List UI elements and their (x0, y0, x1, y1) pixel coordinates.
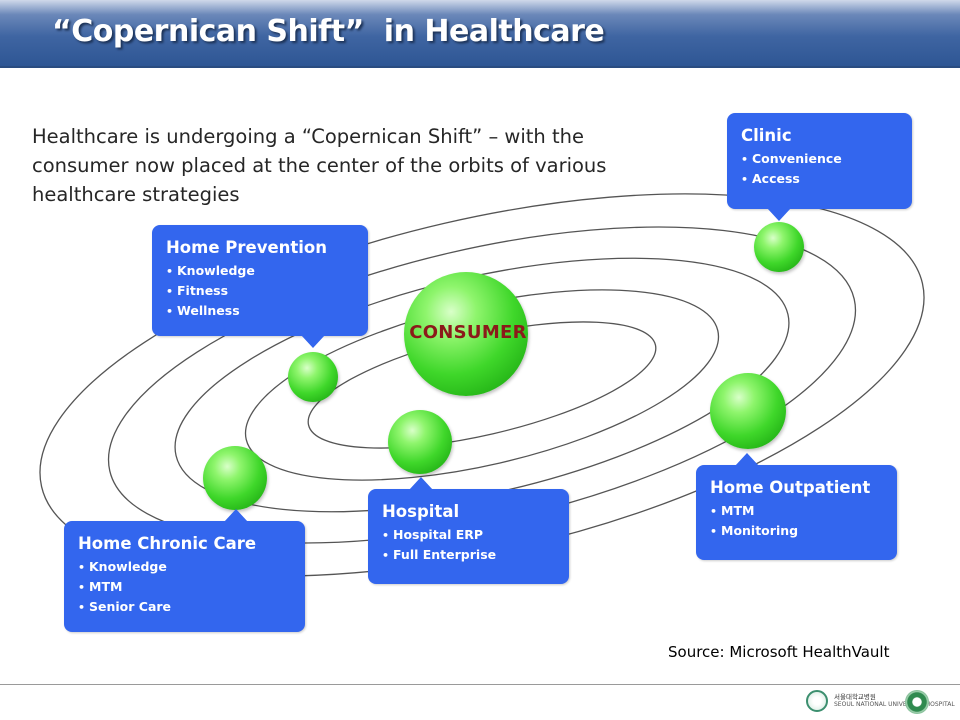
callout-item: Access (741, 169, 900, 189)
logo-text-korean: 서울대학교병원 (834, 693, 876, 701)
hospital-logo-text: 서울대학교병원 SEOUL NATIONAL UNIVERSITY HOSPIT… (834, 693, 955, 709)
callout-item: Monitoring (710, 521, 885, 541)
callout-list: Convenience Access (741, 149, 900, 189)
callout-item: Full Enterprise (382, 545, 557, 565)
callout-item: Senior Care (78, 597, 293, 617)
callout-item: Wellness (166, 301, 356, 321)
callout-title: Clinic (741, 126, 792, 145)
title-rest: in Healthcare (383, 14, 605, 49)
callout-title: Home Prevention (166, 238, 328, 257)
hospital-logo-icon (806, 690, 828, 712)
callout-item: MTM (710, 501, 885, 521)
hospital-callout: Hospital Hospital ERP Full Enterprise (368, 489, 569, 584)
title-quoted: “Copernican Shift” (52, 14, 364, 49)
home-prevention-planet (288, 352, 338, 402)
intro-text: Healthcare is undergoing a “Copernican S… (32, 125, 607, 206)
home-prevention-callout: Home Prevention Knowledge Fitness Wellne… (152, 225, 368, 336)
home-outpatient-planet (710, 373, 786, 449)
emblem-icon (905, 690, 929, 714)
footer-divider (0, 684, 960, 685)
callout-title: Home Outpatient (710, 478, 871, 497)
consumer-label: CONSUMER (409, 322, 527, 343)
callout-title: Home Chronic Care (78, 534, 257, 553)
callout-list: Knowledge Fitness Wellness (166, 261, 356, 321)
clinic-planet (754, 222, 804, 272)
callout-item: Knowledge (166, 261, 356, 281)
callout-list: Hospital ERP Full Enterprise (382, 525, 557, 565)
clinic-callout-pointer (767, 208, 791, 221)
title-bar: “Copernican Shift” in Healthcare (0, 0, 960, 68)
home-chronic-care-callout-pointer (224, 509, 248, 522)
hospital-callout-pointer (409, 477, 433, 490)
home-prevention-callout-pointer (301, 335, 325, 348)
callout-item: Hospital ERP (382, 525, 557, 545)
slide-title: “Copernican Shift” in Healthcare (52, 14, 605, 49)
callout-item: MTM (78, 577, 293, 597)
callout-item: Convenience (741, 149, 900, 169)
hospital-planet (388, 410, 452, 474)
callout-list: MTM Monitoring (710, 501, 885, 541)
callout-item: Knowledge (78, 557, 293, 577)
consumer-planet (404, 272, 528, 396)
callout-item: Fitness (166, 281, 356, 301)
home-chronic-care-callout: Home Chronic Care Knowledge MTM Senior C… (64, 521, 305, 632)
source-citation: Source: Microsoft HealthVault (668, 643, 890, 661)
home-outpatient-callout-pointer (735, 453, 759, 466)
home-chronic-care-planet (203, 446, 267, 510)
callout-title: Hospital (382, 502, 460, 521)
callout-list: Knowledge MTM Senior Care (78, 557, 293, 617)
clinic-callout: Clinic Convenience Access (727, 113, 912, 209)
logo-text-english: SEOUL NATIONAL UNIVERSITY HOSPITAL (834, 701, 955, 708)
home-outpatient-callout: Home Outpatient MTM Monitoring (696, 465, 897, 560)
